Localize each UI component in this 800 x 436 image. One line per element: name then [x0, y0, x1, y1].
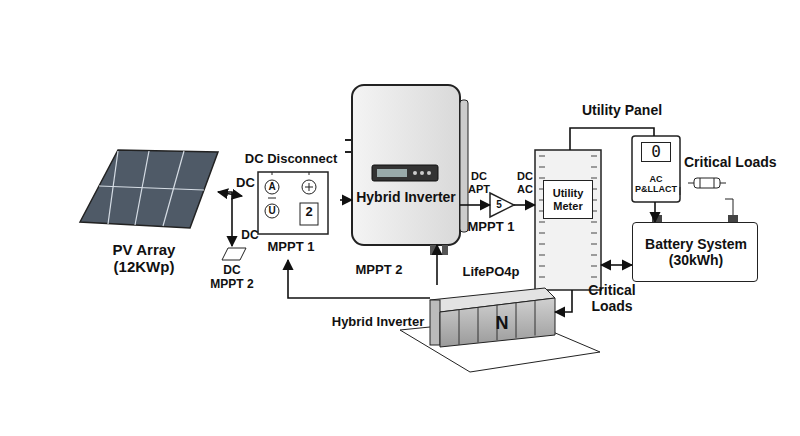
disconnect-box: [258, 172, 328, 234]
connector: [654, 202, 656, 222]
diagram-node: Utility Meter: [535, 150, 601, 290]
label-text: MPPT 1: [464, 220, 518, 235]
label-text: DC APT: [464, 170, 494, 195]
edge-label: DC: [234, 176, 257, 190]
display-screen: [377, 169, 407, 177]
switch-box: [300, 203, 318, 225]
label-text: Utility Panel: [572, 102, 672, 118]
converter-triangle: [490, 193, 514, 217]
inverter-side: [460, 100, 468, 232]
label-text: A: [266, 181, 278, 193]
inverter-display: [372, 165, 438, 181]
connector: [340, 199, 352, 201]
node-text: N: [492, 313, 512, 334]
label-text: Critical Loads: [684, 154, 794, 170]
diagram-node: LifePO4pNHybrid Inverter: [430, 285, 555, 347]
terminal: [430, 245, 436, 255]
connector: [460, 204, 490, 206]
diagram-node: 5: [490, 193, 514, 217]
node-text: 2: [300, 205, 318, 220]
diagram-node: Hybrid InverterMPPT 2: [352, 85, 460, 245]
node-text: 5: [490, 199, 508, 211]
diagram-node: 0 AC P&LLACT: [632, 136, 680, 202]
node-text: DC Disconnect: [238, 152, 344, 167]
label-text: Critical Loads: [580, 282, 644, 314]
node-text: AC P&LLACT: [632, 174, 680, 195]
ac-panel: [632, 136, 680, 202]
node-text: PV Array (12KWp): [104, 241, 184, 276]
connector: [514, 204, 535, 206]
label-text: U: [266, 205, 278, 217]
node-text: LifePO4p: [456, 265, 526, 280]
fuse-leads: [688, 178, 726, 188]
node-text: Hybrid Inverter: [356, 189, 456, 205]
connector: [436, 245, 438, 285]
terminal: [442, 245, 448, 255]
connector: [218, 192, 232, 246]
fuse-icon: [694, 178, 720, 188]
inverter-notch: [345, 140, 352, 152]
pack-front: [440, 298, 555, 347]
node-text: 0: [641, 142, 671, 162]
node-text: MPPT 2: [344, 263, 414, 278]
inverter-body: [352, 85, 460, 245]
diagram-node: PV Array (12KWp): [70, 145, 218, 280]
diagram-node: DCDC MPPT 2: [208, 246, 256, 302]
pv-grid: [99, 151, 204, 226]
meter-fins: [539, 156, 597, 277]
node-text: DC MPPT 2: [208, 264, 256, 292]
node-text: MPPT 1: [242, 240, 340, 255]
meter-panel: [535, 150, 601, 290]
connector: [555, 290, 572, 312]
node-text: DC: [240, 229, 260, 243]
node-text: Battery System (30kWh): [633, 236, 759, 268]
diagram-node: Battery System (30kWh): [632, 222, 758, 282]
connector: [601, 264, 632, 266]
connector: [288, 260, 430, 298]
diagram-node: DC Disconnect2MPPT 1: [242, 152, 340, 260]
node-text: Utility Meter: [543, 180, 593, 219]
mppt2-plate: [222, 248, 246, 260]
ammeter-symbol: [265, 180, 279, 194]
node-text: Hybrid Inverter: [328, 315, 428, 330]
pack-cells: [459, 301, 535, 345]
label-text: DC AC: [516, 170, 534, 195]
voltmeter-symbol: [265, 204, 279, 218]
pv-panel: [80, 150, 218, 228]
